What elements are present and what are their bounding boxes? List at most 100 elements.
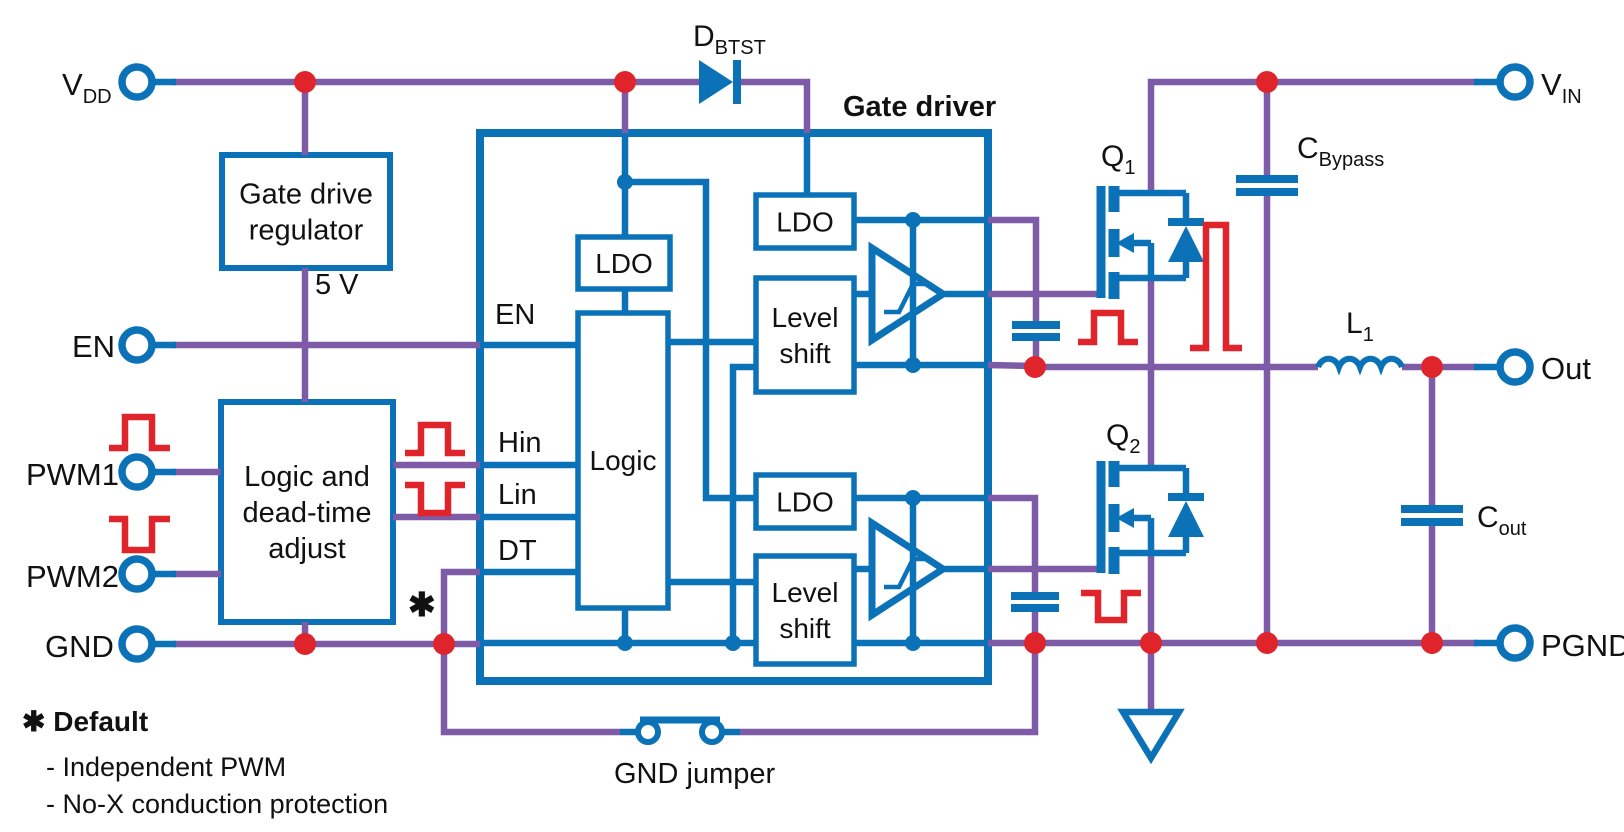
svg-text:Level: Level: [772, 577, 839, 608]
junction-dot: [433, 633, 455, 655]
svg-text:- No-X conduction protection: - No-X conduction protection: [46, 789, 388, 819]
diode-dbtst: [699, 60, 741, 104]
cap-out: [1401, 505, 1463, 526]
svg-text:Logic and: Logic and: [244, 461, 370, 493]
label-en: EN: [72, 329, 115, 364]
terminal-pwm2: [118, 555, 156, 593]
svg-text:EN: EN: [495, 299, 535, 331]
block-logic-dead-time: Logic and dead-time adjust: [218, 399, 396, 625]
junction-dot: [294, 633, 316, 655]
junction-dot-internal: [617, 635, 633, 651]
pulse-pwm2: [109, 515, 170, 554]
svg-text:Q2: Q2: [1106, 419, 1140, 458]
svg-text:CBypass: CBypass: [1297, 132, 1384, 171]
svg-text:VDD: VDD: [62, 67, 112, 108]
svg-text:Out: Out: [1541, 351, 1591, 386]
wire-boot-high-top: [988, 216, 1040, 322]
terminal-en: [118, 326, 156, 364]
label-q2: Q2: [1106, 419, 1140, 458]
terminal-out: [1496, 348, 1534, 386]
schmitt-buffer-low-hysteresis-icon: [884, 556, 928, 590]
label-default-head: ✱ Default: [22, 706, 148, 737]
label-cout: Cout: [1477, 501, 1527, 540]
label-l1: L1: [1346, 307, 1374, 346]
svg-text:PWM1: PWM1: [26, 457, 119, 492]
svg-text:shift: shift: [779, 338, 831, 369]
svg-text:EN: EN: [72, 329, 115, 364]
label-vdd: VDD: [62, 67, 112, 108]
svg-text:✱: ✱: [408, 586, 436, 623]
label-vin: VIN: [1541, 67, 1582, 108]
inductor-l1: [1315, 355, 1405, 376]
pulse-lin: [405, 481, 465, 517]
svg-text:Logic: Logic: [590, 445, 657, 476]
wire-dt: [440, 568, 480, 644]
pulse-pwm1: [109, 413, 170, 452]
label-gate-driver-title: Gate driver: [843, 91, 996, 123]
block-ldo-high: LDO: [753, 192, 857, 251]
svg-text:GND: GND: [45, 629, 114, 664]
ground-symbol: [1117, 708, 1185, 765]
block-level-shift-low: Level shift: [753, 553, 857, 667]
block-ldo-low: LDO: [753, 472, 857, 531]
wire-int-lshigh-gndref: [729, 363, 756, 643]
terminal-vdd: [118, 63, 156, 101]
junction-dot: [1024, 356, 1046, 378]
svg-text:Hin: Hin: [498, 427, 542, 459]
junction-dot-internal: [905, 490, 921, 506]
junction-dot-internal: [725, 635, 741, 651]
junction-dot-internal: [905, 357, 921, 373]
cap-bootstrap-high: [1012, 321, 1060, 341]
label-dt-asterisk: ✱: [408, 586, 436, 623]
junction-dot-internal: [905, 635, 921, 651]
label-pin-lin: Lin: [498, 479, 537, 511]
mosfet-q2: [1096, 461, 1204, 574]
terminal-gnd: [118, 625, 156, 663]
gnd-jumper: [620, 716, 740, 745]
block-ldo-main: LDO: [575, 234, 673, 292]
label-pwm2: PWM2: [26, 559, 119, 594]
pulse-switch-node: [1190, 221, 1242, 352]
svg-text:Lin: Lin: [498, 479, 537, 511]
cap-bootstrap-low: [1011, 592, 1059, 612]
svg-text:5 V: 5 V: [315, 269, 359, 301]
junction-dot: [614, 71, 636, 93]
label-5v: 5 V: [315, 269, 359, 301]
svg-text:L1: L1: [1346, 307, 1374, 346]
label-dbtst: DBTST: [693, 20, 766, 59]
label-pin-hin: Hin: [498, 427, 542, 459]
svg-text:shift: shift: [779, 613, 831, 644]
svg-text:Level: Level: [772, 302, 839, 333]
block-level-shift-high: Level shift: [753, 275, 857, 395]
wire-boot-low-top: [988, 494, 1039, 593]
cap-bypass: [1236, 175, 1298, 196]
svg-text:VIN: VIN: [1541, 67, 1582, 108]
svg-text:Q1: Q1: [1101, 140, 1135, 179]
junction-dot: [1256, 632, 1278, 654]
terminal-vin: [1496, 63, 1534, 101]
junction-dot: [1421, 356, 1443, 378]
junction-dot: [294, 71, 316, 93]
mosfet-q1: [1096, 186, 1204, 299]
junction-dot: [1140, 632, 1162, 654]
junction-dot-internal: [617, 174, 633, 190]
terminal-pwm1: [118, 453, 156, 491]
svg-text:dead-time: dead-time: [243, 497, 372, 529]
schmitt-buffer-high-hysteresis-icon: [884, 281, 928, 315]
svg-text:regulator: regulator: [249, 215, 364, 247]
svg-text:Gate drive: Gate drive: [239, 179, 373, 211]
junction-dot: [1421, 632, 1443, 654]
svg-text:PGND: PGND: [1541, 628, 1624, 663]
wire-jumper-right: [740, 643, 1039, 736]
label-gnd-jumper: GND jumper: [614, 758, 775, 790]
svg-text:- Independent PWM: - Independent PWM: [46, 752, 286, 782]
block-gate-drive-regulator: Gate drive regulator: [219, 152, 393, 271]
label-cbypass: CBypass: [1297, 132, 1384, 171]
svg-text:LDO: LDO: [776, 487, 834, 518]
junction-dot: [1256, 71, 1278, 93]
label-pgnd: PGND: [1541, 628, 1624, 663]
junction-dot-internal: [905, 212, 921, 228]
svg-text:adjust: adjust: [268, 533, 345, 565]
label-default-item1: - Independent PWM: [46, 752, 286, 782]
